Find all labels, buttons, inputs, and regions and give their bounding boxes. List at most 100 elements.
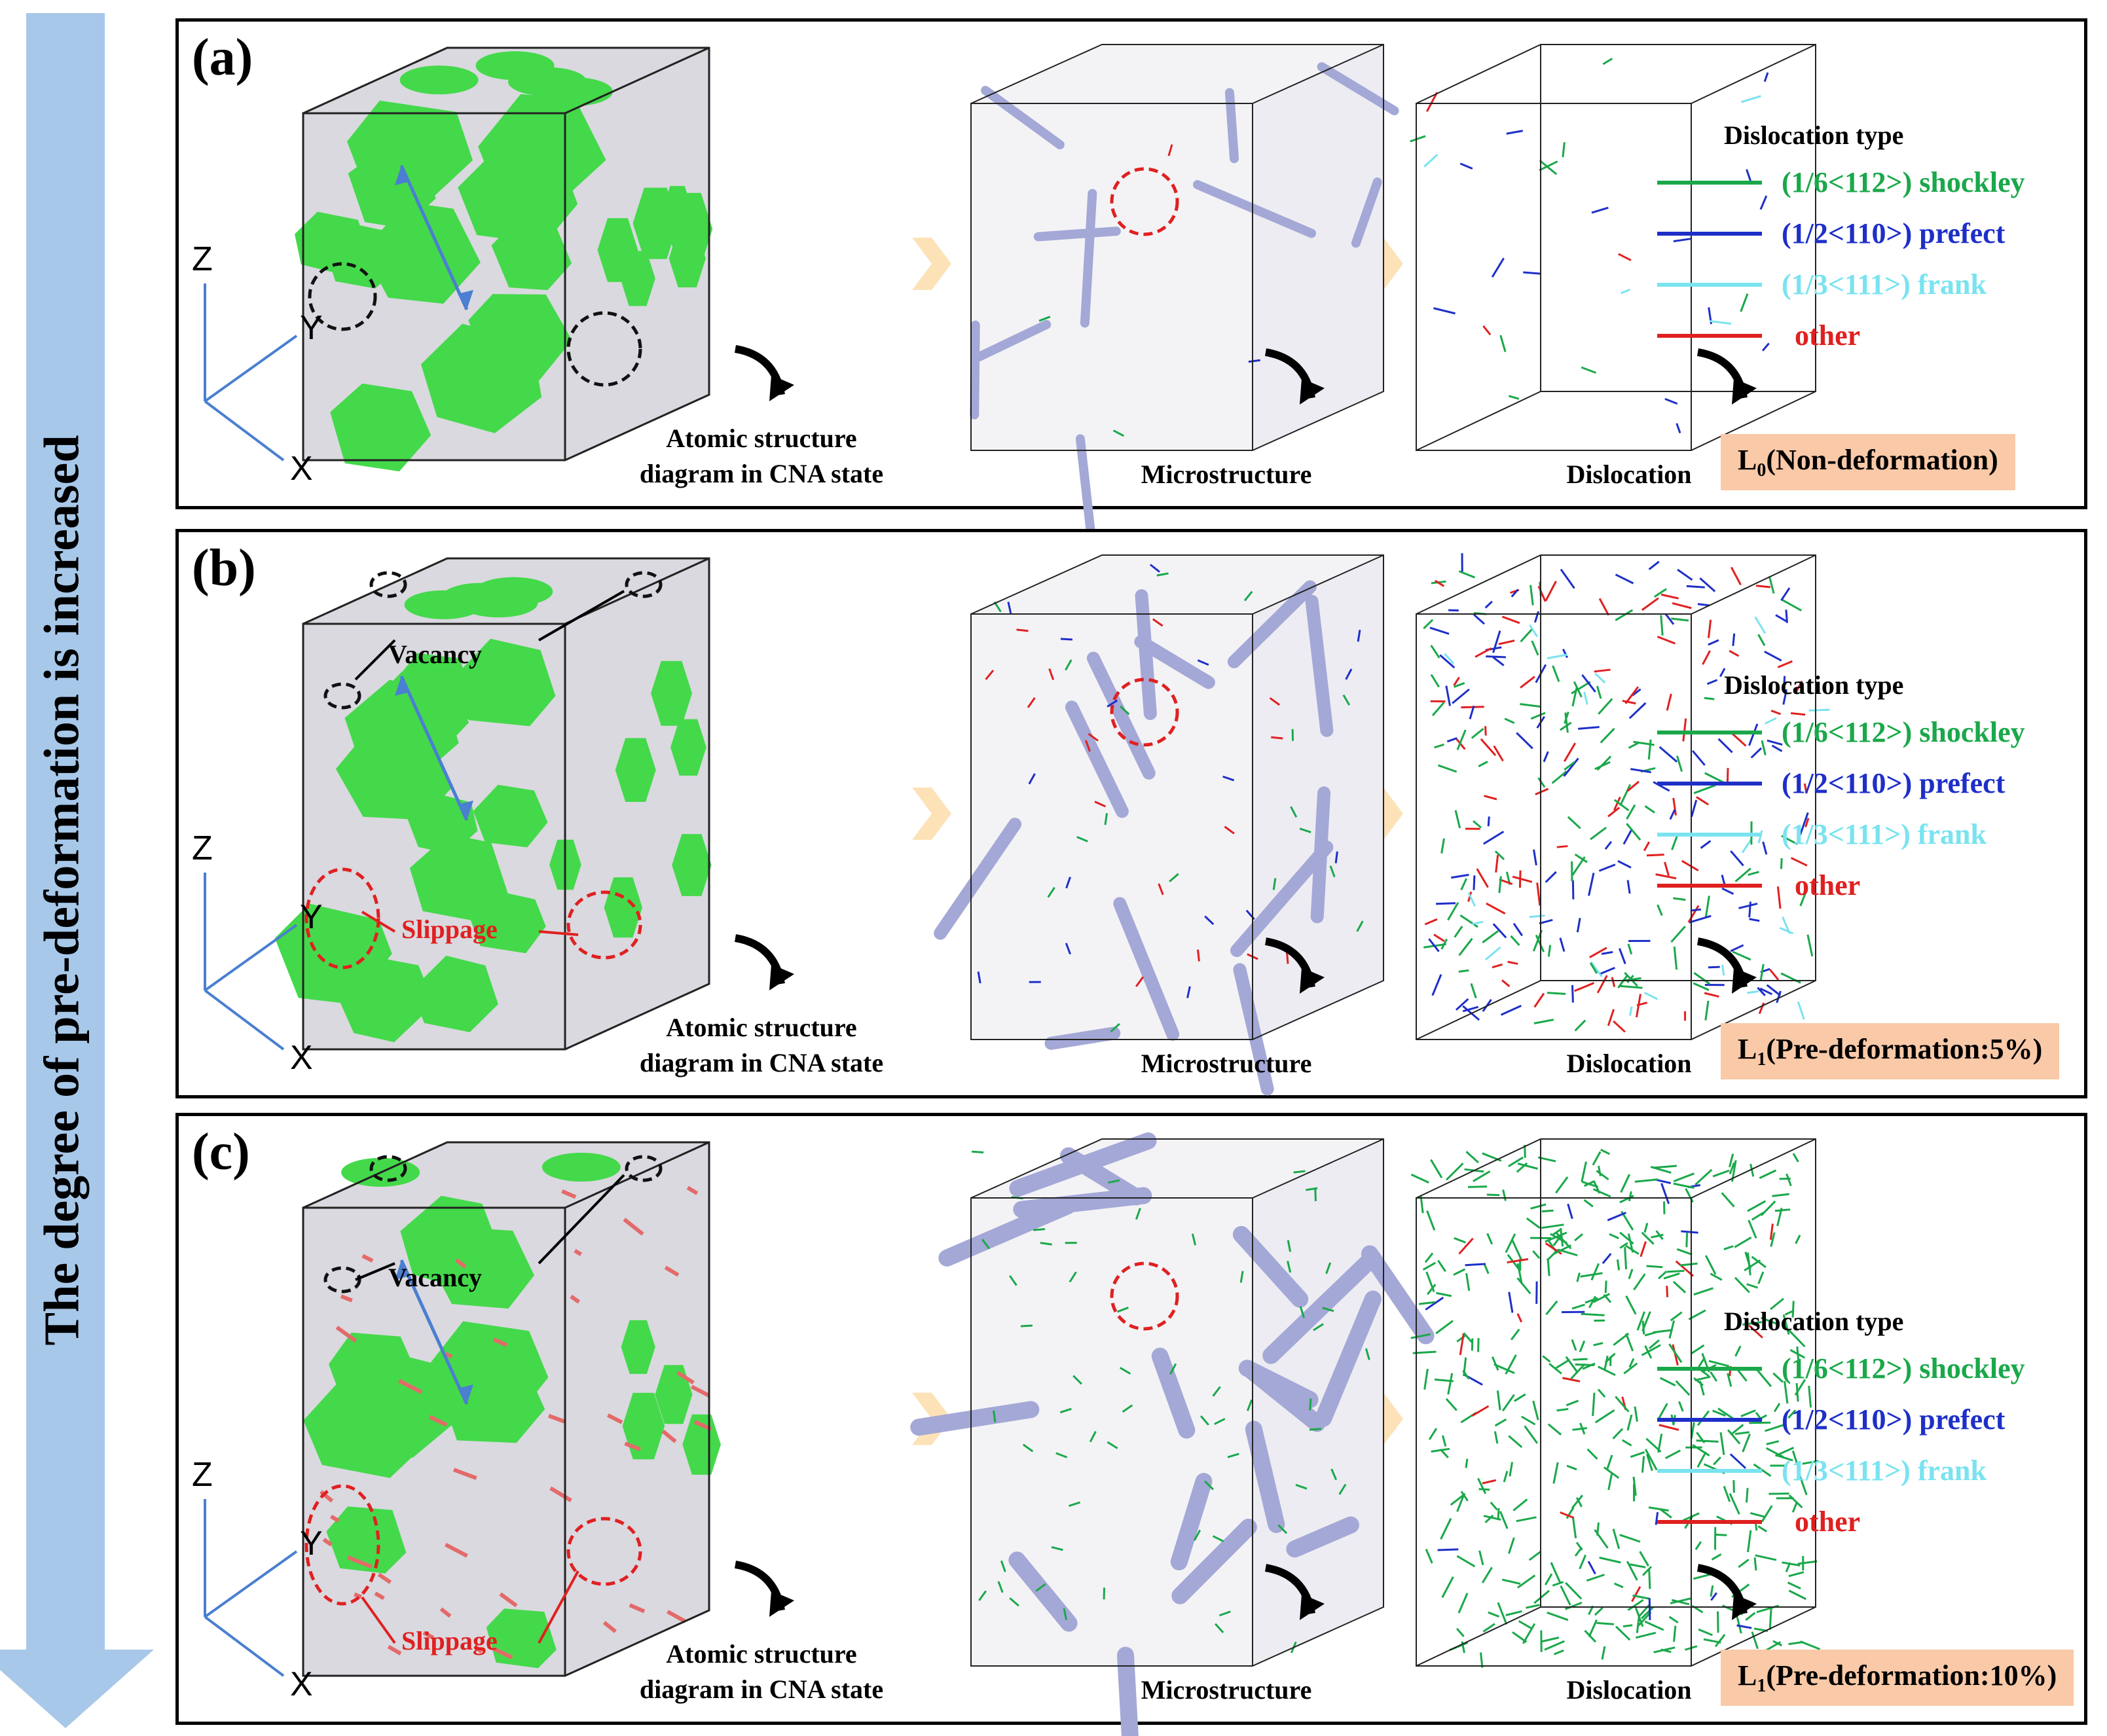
legend-swatch (1657, 1519, 1762, 1524)
legend-label: (1/3<111>) frank (1782, 818, 1987, 850)
microstructure-box (934, 554, 1384, 1096)
chevron-right-icon (912, 238, 951, 290)
slippage-label: Slippage (401, 1626, 498, 1655)
axis-x-label: X (290, 1665, 313, 1703)
microstructure-caption: Microstructure (1141, 460, 1312, 489)
axis-x-label: X (290, 450, 313, 488)
legend-label: (1/3<111>) frank (1782, 268, 1987, 300)
legend-label: (1/2<110>) prefect (1782, 217, 2006, 249)
vacancy-ring (323, 1266, 361, 1293)
legend-item-other: other (1657, 319, 1860, 352)
legend-label: other (1795, 869, 1861, 901)
slippage-label: Slippage (401, 914, 498, 944)
grain-size-arrow (399, 164, 469, 311)
legend-item-shockley: (1/6<112>) shockley (1657, 166, 2025, 199)
legend-item-frank: (1/3<111>) frank (1657, 1454, 1987, 1487)
vacancy-label: Vacancy (388, 640, 482, 669)
chevron-right-icon (912, 787, 951, 840)
panel-label: (b) (192, 539, 256, 597)
legend-swatch (1657, 282, 1762, 287)
legend-title: Dislocation type (1724, 120, 1904, 150)
legend-label: other (1795, 1506, 1861, 1538)
legend-label: (1/3<111>) frank (1782, 1455, 1987, 1487)
coordinate-axes: Z Y X (192, 1456, 323, 1703)
legend-title: Dislocation type (1724, 1307, 1904, 1336)
legend-item-prefect: (1/2<110>) prefect (1657, 767, 2005, 800)
legend-label: (1/2<110>) prefect (1782, 1403, 2006, 1436)
slippage-ring (566, 1517, 642, 1586)
legend-swatch (1657, 1366, 1762, 1371)
state-description: (Non-deformation) (1766, 444, 1998, 476)
vacancy-ring (625, 571, 663, 598)
panel-label: (c) (192, 1123, 250, 1181)
dislocation-caption: Dislocation (1566, 1675, 1692, 1705)
dislocation-box (1410, 44, 1816, 451)
atomic-structure-caption: Atomic structure diagram in CNA state (639, 1013, 884, 1077)
legend-label: other (1795, 319, 1861, 352)
panel-figure: ZYX (192, 44, 1816, 579)
vacancy-ring (625, 1155, 663, 1182)
deformation-state-box: L1(Pre-deformation:10%) (1721, 1650, 2074, 1706)
legend-swatch (1657, 231, 1762, 236)
deformation-state-box: L0(Non-deformation) (1721, 434, 2015, 490)
legend-item-prefect: (1/2<110>) prefect (1657, 1403, 2005, 1436)
vacancy-label: Vacancy (388, 1263, 482, 1292)
state-subscript: 0 (1757, 460, 1767, 480)
slippage-ring (304, 867, 380, 969)
vacancy-ring (369, 1155, 407, 1182)
legend-item-shockley: (1/6<112>) shockley (1657, 1352, 2025, 1385)
state-symbol: L (1738, 444, 1757, 476)
grain-ring (308, 262, 377, 331)
legend-label: (1/2<110>) prefect (1782, 767, 2006, 799)
axis-y-label: Y (300, 898, 323, 936)
axis-z-label: Z (192, 829, 213, 867)
legend-label: (1/6<112>) shockley (1782, 166, 2025, 198)
vacancy-ring (323, 682, 361, 710)
legend-swatch (1657, 1468, 1762, 1473)
vacancy-ring (369, 571, 407, 598)
microstructure-ring (1110, 167, 1179, 236)
state-symbol: L (1738, 1033, 1757, 1065)
axis-z-label: Z (192, 1456, 213, 1494)
legend-item-frank: (1/3<111>) frank (1657, 268, 1987, 301)
deformation-state-box: L1(Pre-deformation:5%) (1721, 1023, 2060, 1079)
coordinate-axes: Z Y X (192, 829, 323, 1077)
microstructure-box (970, 44, 1399, 579)
pre-deformation-arrow-label: The degree of pre-deformation is increas… (34, 435, 90, 1346)
axis-x-label: X (290, 1039, 313, 1077)
legend-swatch (1657, 883, 1762, 888)
legend-item-shockley: (1/6<112>) shockley (1657, 715, 2025, 749)
grain-ring (566, 311, 642, 387)
legend-title: Dislocation type (1724, 670, 1904, 700)
microstructure-ring (1110, 1261, 1179, 1331)
atomic-structure-caption: Atomic structure diagram in CNA state (639, 1639, 884, 1704)
microstructure-ring (1110, 678, 1179, 747)
grain-size-arrow (399, 675, 469, 822)
dislocation-caption: Dislocation (1566, 460, 1692, 489)
legend-swatch (1657, 730, 1762, 734)
legend-item-other: other (1657, 1505, 1860, 1538)
state-description: (Pre-deformation:5%) (1766, 1033, 2043, 1065)
legend-swatch (1657, 781, 1762, 786)
state-description: (Pre-deformation:10%) (1766, 1659, 2057, 1691)
coordinate-axes: ZYX (192, 240, 323, 488)
axis-z-label: Z (192, 240, 213, 278)
axis-y-label: Y (300, 1525, 323, 1563)
microstructure-caption: Microstructure (1141, 1675, 1312, 1705)
legend-item-frank: (1/3<111>) frank (1657, 818, 1987, 851)
microstructure-box (910, 1132, 1435, 1736)
dislocation-box (1416, 553, 1830, 1040)
legend-swatch (1657, 832, 1762, 837)
dislocation-box (1410, 1138, 1821, 1668)
grain-size-arrow (399, 1259, 469, 1405)
slippage-ring (304, 1484, 380, 1606)
down-arrow-shape (0, 13, 154, 1728)
legend-swatch (1657, 1417, 1762, 1422)
legend-label: (1/6<112>) shockley (1782, 716, 2025, 748)
